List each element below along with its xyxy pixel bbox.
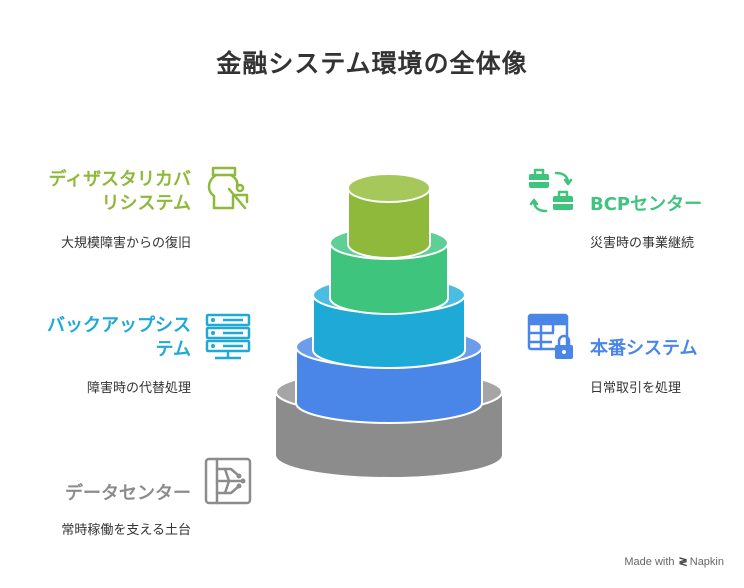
server-rack-icon [205,313,251,360]
bcp-center-heading: BCPセンター [590,194,703,215]
napkin-logo-icon: ≷ [678,556,688,568]
bcp-center-desc: 災害時の事業継続 [590,236,695,251]
disaster-recovery-desc: 大規模障害からの復旧 [60,236,191,251]
backup-system-heading: バックアップシス テム [47,315,191,360]
backup-system-desc: 障害時の代替処理 [86,381,191,396]
production-system-heading: 本番システム [590,338,698,359]
footer-credit: Made with≷Napkin [624,556,724,568]
cylinder-disaster-recovery [347,173,431,259]
page-title: 金融システム環境の全体像 [216,49,528,78]
briefcase-swap-icon [529,168,573,213]
datacenter-heading: データセンター [65,483,191,504]
flask-pipette-icon [207,166,249,210]
disaster-recovery-heading: ディザスタリカバ リシステム [48,169,191,214]
table-lock-icon [527,313,573,359]
production-system-desc: 日常取引を処理 [590,381,682,396]
network-grid-icon [204,457,252,505]
datacenter-desc: 常時稼働を支える土台 [61,523,191,538]
